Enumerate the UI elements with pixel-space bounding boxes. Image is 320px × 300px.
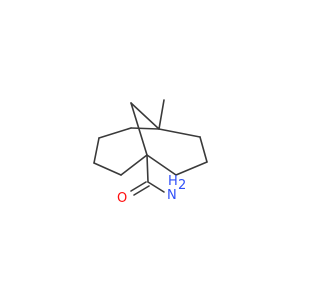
oxygen-label: O: [117, 191, 127, 206]
bond-c6-c5: [158, 128, 201, 138]
bond-bridge-c5: [130, 102, 160, 130]
bond-carbonyl-oxygen-1: [130, 181, 147, 192]
amine-hydrogen-subscript: 2: [178, 178, 186, 193]
bond-c4-c5: [98, 127, 132, 139]
bond-c1-carbonyl: [146, 154, 149, 183]
bond-c1-c8: [146, 154, 177, 176]
bond-c8-c7: [175, 161, 208, 176]
carboxamide-group: O N H 2: [117, 154, 186, 206]
bond-carbonyl-oxygen-2: [133, 185, 150, 196]
bond-c3-c4: [93, 137, 100, 164]
bond-c5-left-ring: [130, 127, 160, 130]
carbon-skeleton: [93, 99, 208, 176]
bond-c5-methyl: [158, 99, 165, 130]
bond-c2-c3: [93, 162, 122, 176]
bond-c1-c2: [120, 154, 148, 176]
bond-carbonyl-nitrogen: [147, 181, 165, 193]
bond-c7-c6: [199, 136, 208, 163]
amine-hydrogen-label: H: [168, 174, 178, 189]
molecule-drawing: O N H 2: [93, 99, 208, 206]
nitrogen-label: N: [167, 188, 177, 203]
structure-canvas: O N H 2: [93, 99, 208, 206]
